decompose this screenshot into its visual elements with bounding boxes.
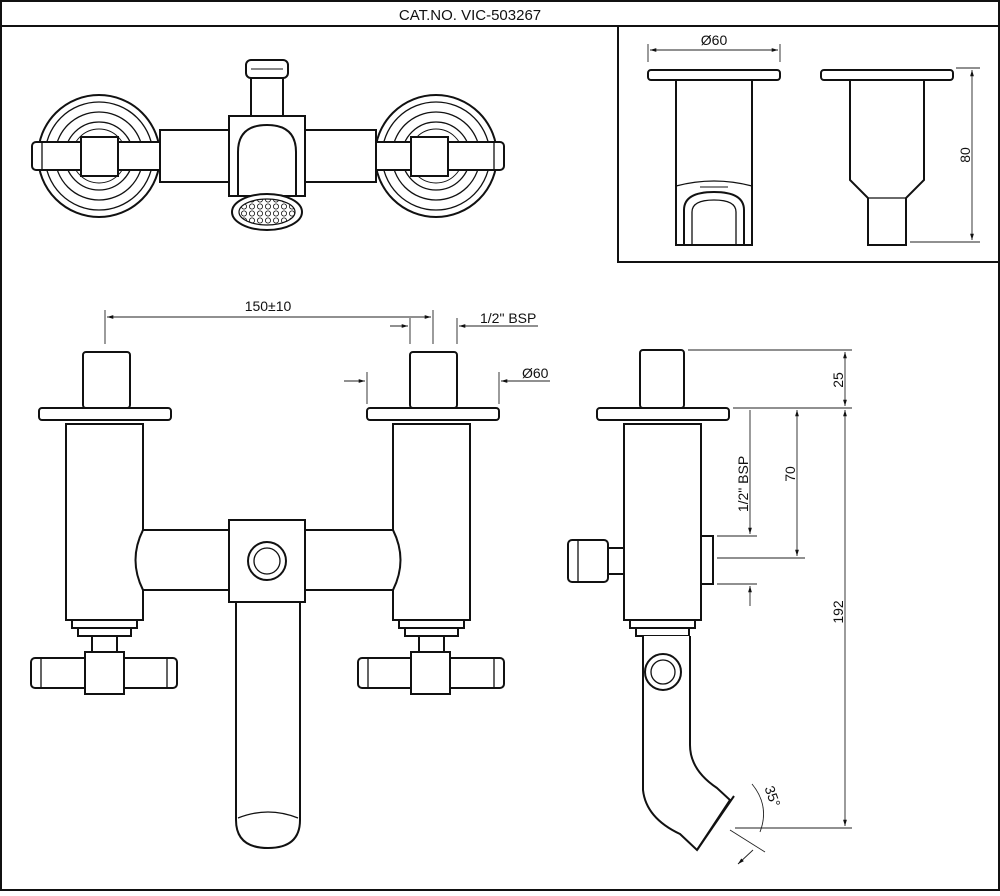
side-valve-body [623,423,702,621]
inset-view: Ø60 80 [617,25,1000,263]
side-height-label: 70 [782,466,798,482]
top-center-block [228,115,306,197]
aerator-mesh [238,198,296,226]
side-overall-label: 192 [830,600,846,624]
right-valve-front [357,351,505,695]
top-view [31,59,505,231]
side-handle-end [567,539,609,583]
inset-diameter-label: Ø60 [701,32,728,48]
inset-height-label: 80 [957,147,973,163]
side-top-label: 25 [830,372,846,388]
side-view: 25 192 70 1/2" BSP 35° [567,349,852,865]
side-wall-connector [700,535,714,585]
left-valve-front [30,351,178,695]
side-diverter-outer [644,653,682,691]
catalog-number: CAT.NO. VIC-503267 [399,7,541,24]
left-handle-top [31,94,179,218]
diverter-stem [250,77,284,117]
flange-diameter-label: Ø60 [522,365,549,381]
side-top-cap [639,349,685,409]
front-spout [235,592,301,850]
holder-front-view [647,69,781,246]
front-thread-label: 1/2" BSP [480,310,536,326]
side-thread-label: 1/2" BSP [735,456,751,512]
side-flange [596,407,730,421]
holder-side-view [820,69,954,246]
front-view: 150±10 1/2" BSP Ø60 [30,298,550,850]
right-handle-top [357,94,505,218]
inset-frame [617,25,1000,263]
spout-angle-label: 35° [762,784,784,809]
center-distance-label: 150±10 [245,298,292,314]
